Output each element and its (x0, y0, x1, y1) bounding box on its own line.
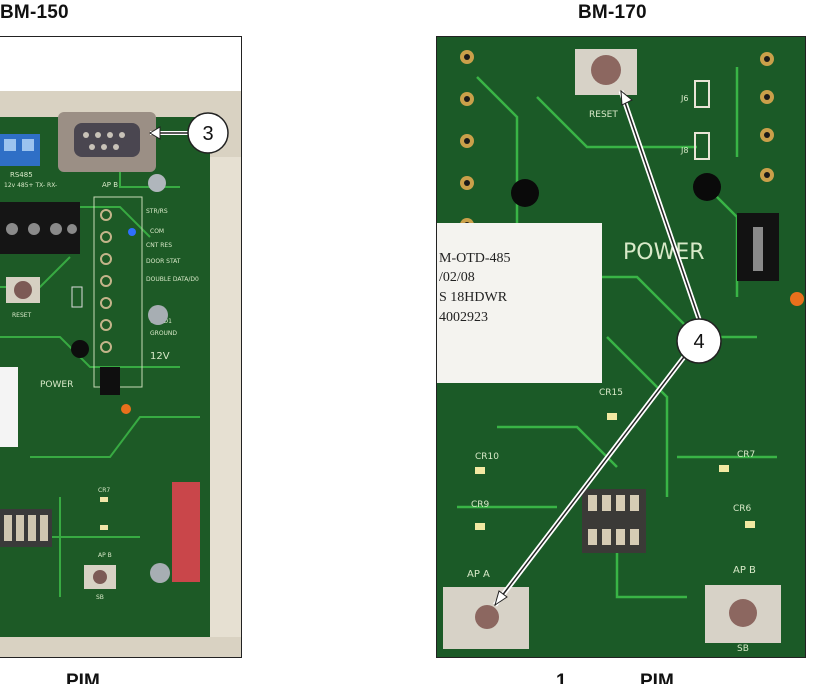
ap-b-top-label: AP B (102, 181, 118, 189)
sb-label: SB (96, 594, 104, 601)
ap-b-label: AP B (98, 552, 112, 559)
cr10-label: CR10 (475, 452, 499, 462)
callout-4-circle (676, 318, 722, 364)
cnt-res-label: CNT RES (146, 242, 172, 249)
power-label: POWER (623, 240, 705, 265)
pin-labels: 12v 485+ TX- RX- (4, 182, 57, 189)
screw (150, 563, 170, 583)
j8-label: J8 (680, 146, 688, 155)
screw (148, 174, 166, 192)
cr6-label: CR6 (733, 504, 752, 514)
footer-right-text: PIM (640, 672, 674, 684)
bm-150-board-photo: RS485 12v 485+ TX- RX- AP B STR/RS COM C… (0, 36, 242, 658)
reset-label: RESET (589, 110, 618, 120)
power-label: POWER (40, 380, 73, 390)
bm-150-heading: BM-150 (0, 2, 69, 23)
sticker (0, 367, 18, 447)
rs485-label: RS485 (10, 171, 33, 179)
bm-170-heading: BM-170 (578, 2, 647, 23)
bm-170-board-photo: RESET J6 J8 POWER M-OTD-485 /02/08 S 18H… (436, 36, 806, 658)
db9-connector (58, 112, 156, 172)
ap-b-label: AP B (733, 565, 756, 576)
ap-a-label: AP A (467, 569, 490, 580)
cr7-label: CR7 (98, 487, 110, 494)
arrowhead-top (620, 89, 633, 106)
ground-label: GROUND (150, 330, 177, 337)
callout-4-arrows (493, 90, 702, 607)
sticker-line-4: 4002923 (439, 310, 488, 325)
12v-label: 12V (150, 351, 170, 362)
cr15-label: CR15 (599, 388, 623, 398)
bm-170-board-illustration: RESET J6 J8 POWER M-OTD-485 /02/08 S 18H… (437, 37, 805, 657)
red-connector (172, 482, 200, 582)
sb-label: SB (737, 644, 749, 654)
sticker-line-2: /02/08 (439, 270, 475, 285)
cr7-label: CR7 (737, 450, 755, 460)
footer-left-text: PIM (66, 672, 100, 684)
callout-4-number: 4 (693, 331, 704, 353)
sticker-line-3: S 18HDWR (439, 290, 508, 305)
str-label: STR/RS (146, 208, 168, 215)
callout-3-number: 3 (202, 123, 213, 145)
sticker-line-1: M-OTD-485 (439, 251, 511, 266)
callout-3-arrow (149, 126, 190, 140)
double-data-label: DOUBLE DATA/D0 (146, 276, 199, 283)
j6-label: J6 (680, 94, 688, 103)
arrowhead-bottom (494, 590, 508, 607)
com-label: COM (150, 228, 164, 235)
door-stat-label: DOOR STAT (146, 258, 181, 265)
bm-150-board-illustration: RS485 12v 485+ TX- RX- AP B STR/RS COM C… (0, 37, 241, 657)
sticker (437, 223, 602, 383)
cr9-label: CR9 (471, 500, 490, 510)
screw (148, 305, 168, 325)
footer-right-number: 1 (556, 672, 567, 684)
callout-3-circle (187, 112, 229, 154)
reset-label: RESET (12, 312, 32, 319)
